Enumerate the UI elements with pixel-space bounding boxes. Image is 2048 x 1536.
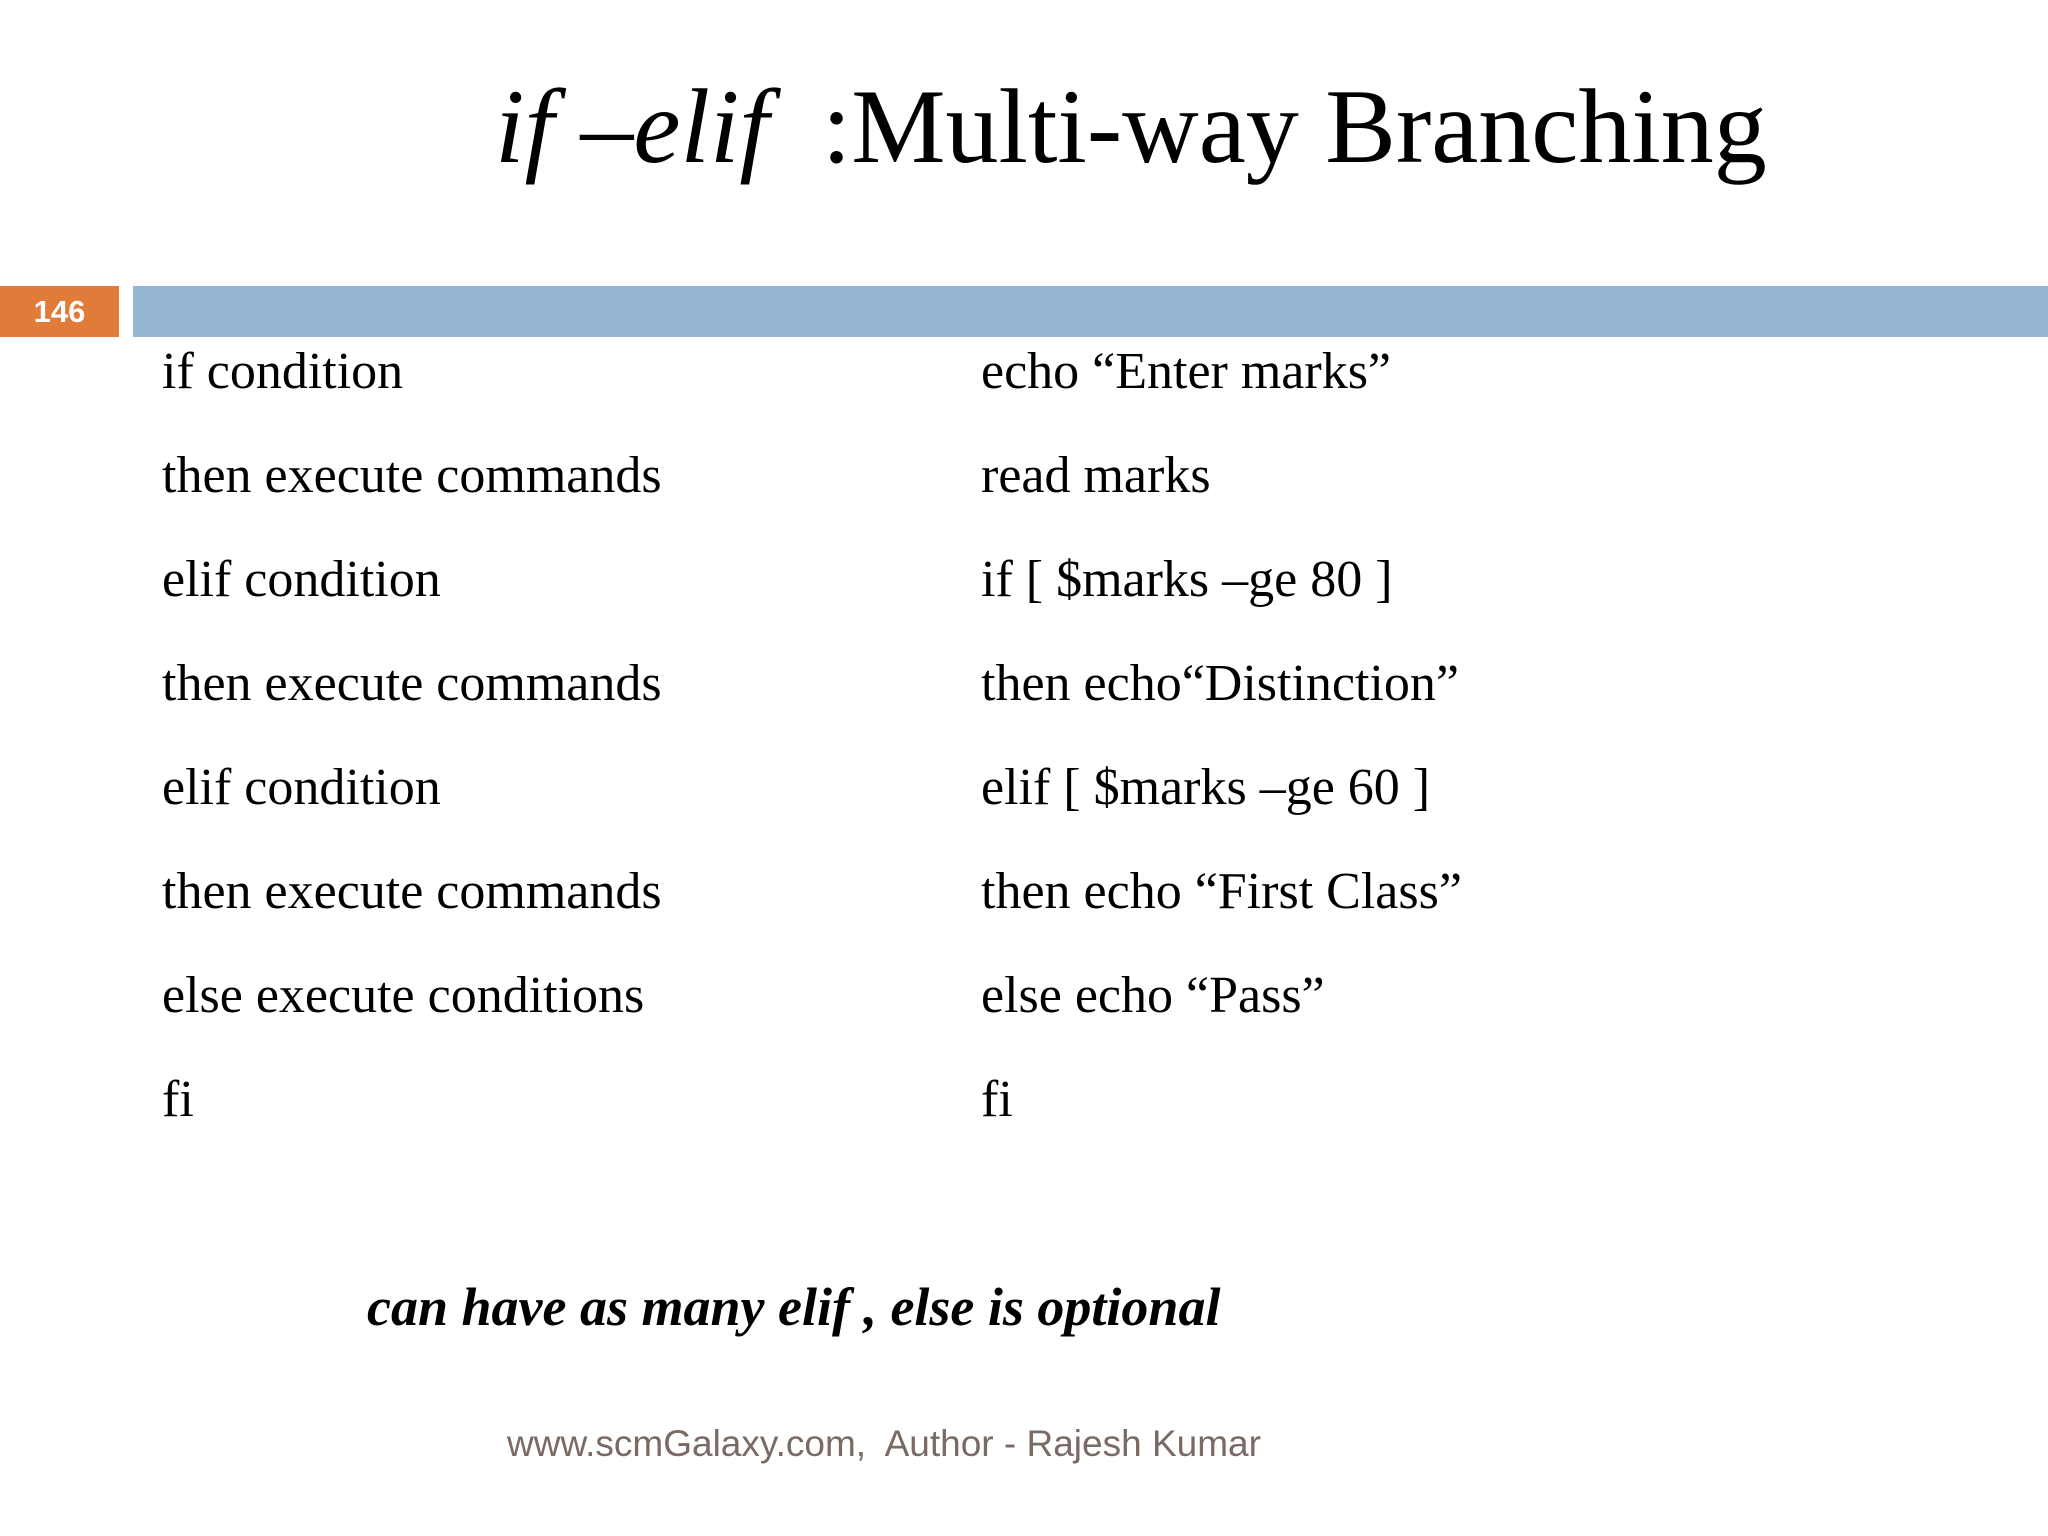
example-line: then echo “First Class” (981, 863, 1462, 920)
slide-title-keyword: if –elif (495, 68, 769, 185)
slide-title: if –elif :Multi-way Branching (495, 62, 1995, 192)
example-line: then echo“Distinction” (981, 655, 1459, 712)
slide-title-text: :Multi-way Branching (821, 68, 1767, 185)
example-column: echo “Enter marks” read marks if [ $mark… (981, 340, 1462, 1172)
syntax-line: fi (162, 1071, 194, 1128)
slide-number-badge: 146 (0, 286, 119, 337)
syntax-line: else execute conditions (162, 967, 645, 1024)
footer-credit: www.scmGalaxy.com, Author - Rajesh Kumar (507, 1423, 1261, 1464)
example-line: else echo “Pass” (981, 967, 1325, 1024)
example-line: fi (981, 1071, 1013, 1128)
syntax-line: if condition (162, 343, 404, 400)
example-line: echo “Enter marks” (981, 343, 1392, 400)
syntax-line: elif condition (162, 551, 441, 608)
example-line: read marks (981, 447, 1211, 504)
example-line: elif [ $marks –ge 60 ] (981, 759, 1431, 816)
syntax-line: then execute commands (162, 655, 662, 712)
syntax-line: then execute commands (162, 863, 662, 920)
optional-note: can have as many elif , else is optional (367, 1277, 1221, 1337)
example-line: if [ $marks –ge 80 ] (981, 551, 1393, 608)
syntax-line: elif condition (162, 759, 441, 816)
syntax-column: if condition then execute commands elif … (162, 340, 662, 1172)
header-divider-bar (133, 286, 2048, 337)
syntax-line: then execute commands (162, 447, 662, 504)
